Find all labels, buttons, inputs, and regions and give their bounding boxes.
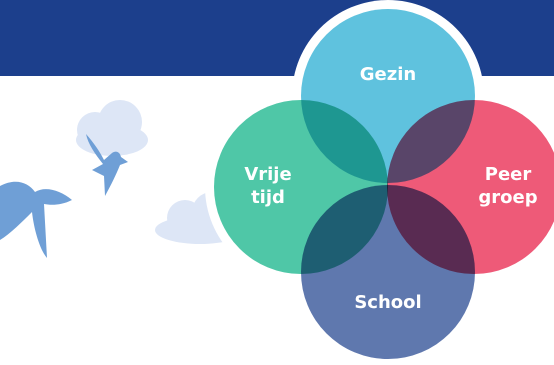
label-vrije: Vrije (244, 164, 291, 185)
label-tijd: tijd (251, 187, 285, 208)
bird-icon-small (86, 134, 128, 196)
label-peer: Peer (485, 164, 532, 185)
bird-icon-large (0, 181, 72, 258)
venn-circles (214, 9, 554, 359)
label-school: School (354, 292, 421, 313)
circle-school (301, 185, 475, 359)
cloud-icon-upper (76, 100, 148, 156)
label-groep: groep (478, 187, 537, 208)
label-gezin: Gezin (360, 64, 416, 85)
